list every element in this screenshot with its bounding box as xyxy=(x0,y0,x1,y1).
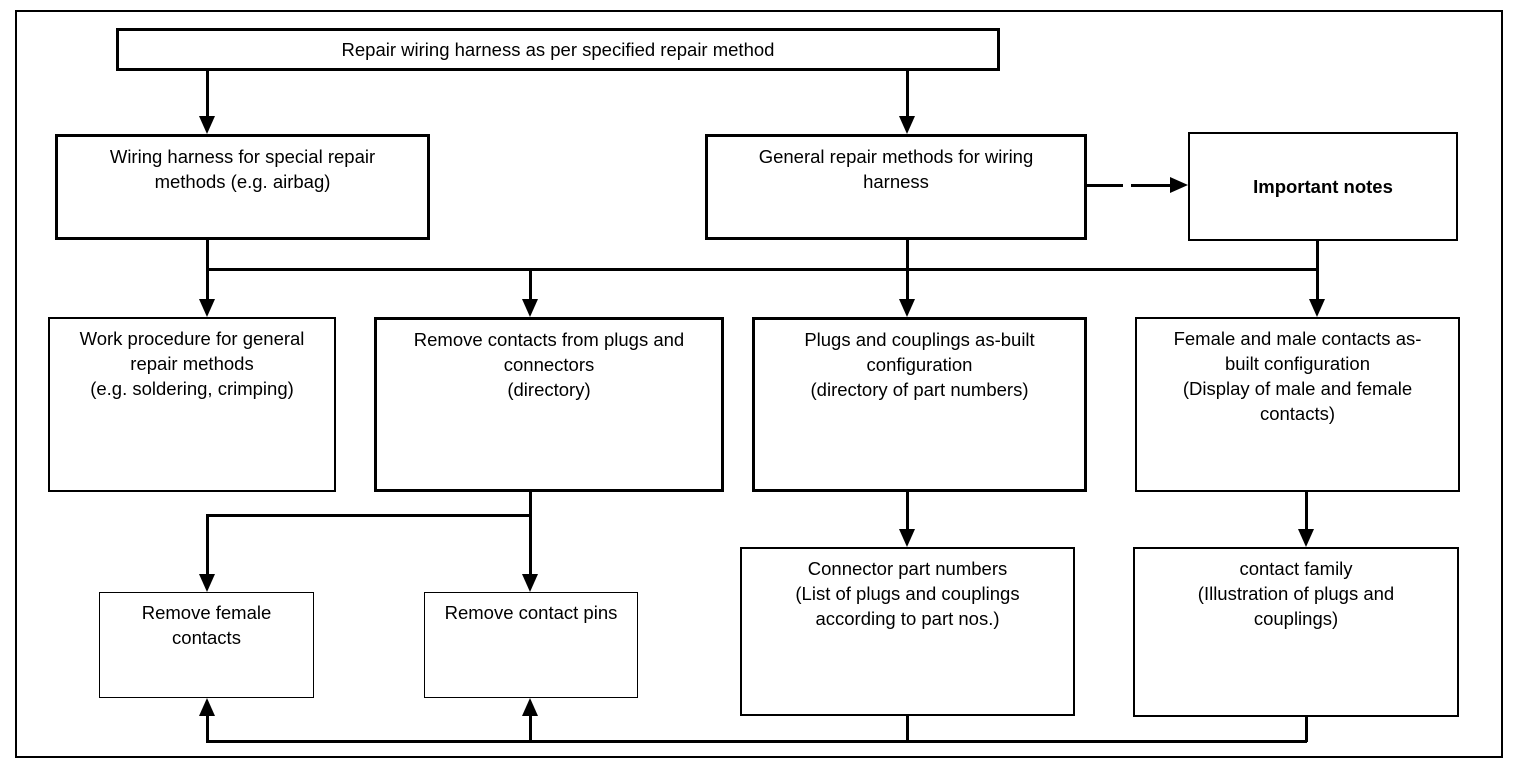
edge-root-special-line xyxy=(205,71,209,118)
edge-trunk-removecontacts-line xyxy=(528,269,532,302)
edge-general-notes-line xyxy=(1087,183,1123,187)
edge-general-notes-line xyxy=(1131,183,1170,187)
edge-root-general-line xyxy=(905,71,909,118)
edge-feedback-removefemale-line xyxy=(205,714,209,742)
branch-line xyxy=(205,513,531,517)
node-root: Repair wiring harness as per specified r… xyxy=(116,28,1000,71)
edge-female-family-arrowhead xyxy=(1298,529,1314,547)
node-connector-numbers: Connector part numbers (List of plugs an… xyxy=(740,547,1075,716)
edge-general-notes-arrowhead xyxy=(1170,177,1188,193)
edge-plugs-connector-line xyxy=(905,490,909,531)
edge-feedback-removefemale-arrowhead xyxy=(199,698,215,716)
edge-family-feedback-line xyxy=(1304,715,1308,742)
node-plugs-couplings: Plugs and couplings as-built configurati… xyxy=(752,317,1087,492)
node-remove-pins: Remove contact pins xyxy=(424,592,638,698)
edge-root-general-arrowhead xyxy=(899,116,915,134)
edge-trunk-work-arrowhead xyxy=(199,299,215,317)
edge-female-family-line xyxy=(1304,490,1308,531)
diagram-border xyxy=(15,10,1503,758)
edge-feedback-removepins-line xyxy=(528,714,532,742)
node-general-repair: General repair methods for wiring harnes… xyxy=(705,134,1087,240)
edge-branch-removepins-line xyxy=(528,514,532,576)
edge-plugs-connector-arrowhead xyxy=(899,529,915,547)
node-remove-female: Remove female contacts xyxy=(99,592,314,698)
edge-notes-trunk-line xyxy=(1315,241,1319,301)
edge-removecontacts-branch-line xyxy=(528,490,532,517)
node-contact-family: contact family (Illustration of plugs an… xyxy=(1133,547,1459,717)
trunk-line xyxy=(205,267,1319,271)
node-important-notes: Important notes xyxy=(1188,132,1458,241)
edge-trunk-removecontacts-arrowhead xyxy=(522,299,538,317)
edge-branch-removefemale-arrowhead xyxy=(199,574,215,592)
feedback-line xyxy=(205,739,1307,743)
edge-root-special-arrowhead xyxy=(199,116,215,134)
edge-branch-removefemale-line xyxy=(205,514,209,576)
edge-feedback-removepins-arrowhead xyxy=(522,698,538,716)
edge-trunk-plugs-arrowhead xyxy=(899,299,915,317)
node-work-procedure: Work procedure for general repair method… xyxy=(48,317,336,492)
node-special-repair: Wiring harness for special repair method… xyxy=(55,134,430,240)
edge-trunk-female-arrowhead xyxy=(1309,299,1325,317)
node-remove-contacts: Remove contacts from plugs and connector… xyxy=(374,317,724,492)
edge-connector-feedback-line xyxy=(905,714,909,742)
edge-branch-removepins-arrowhead xyxy=(522,574,538,592)
node-female-male-contacts: Female and male contacts as- built confi… xyxy=(1135,317,1460,492)
